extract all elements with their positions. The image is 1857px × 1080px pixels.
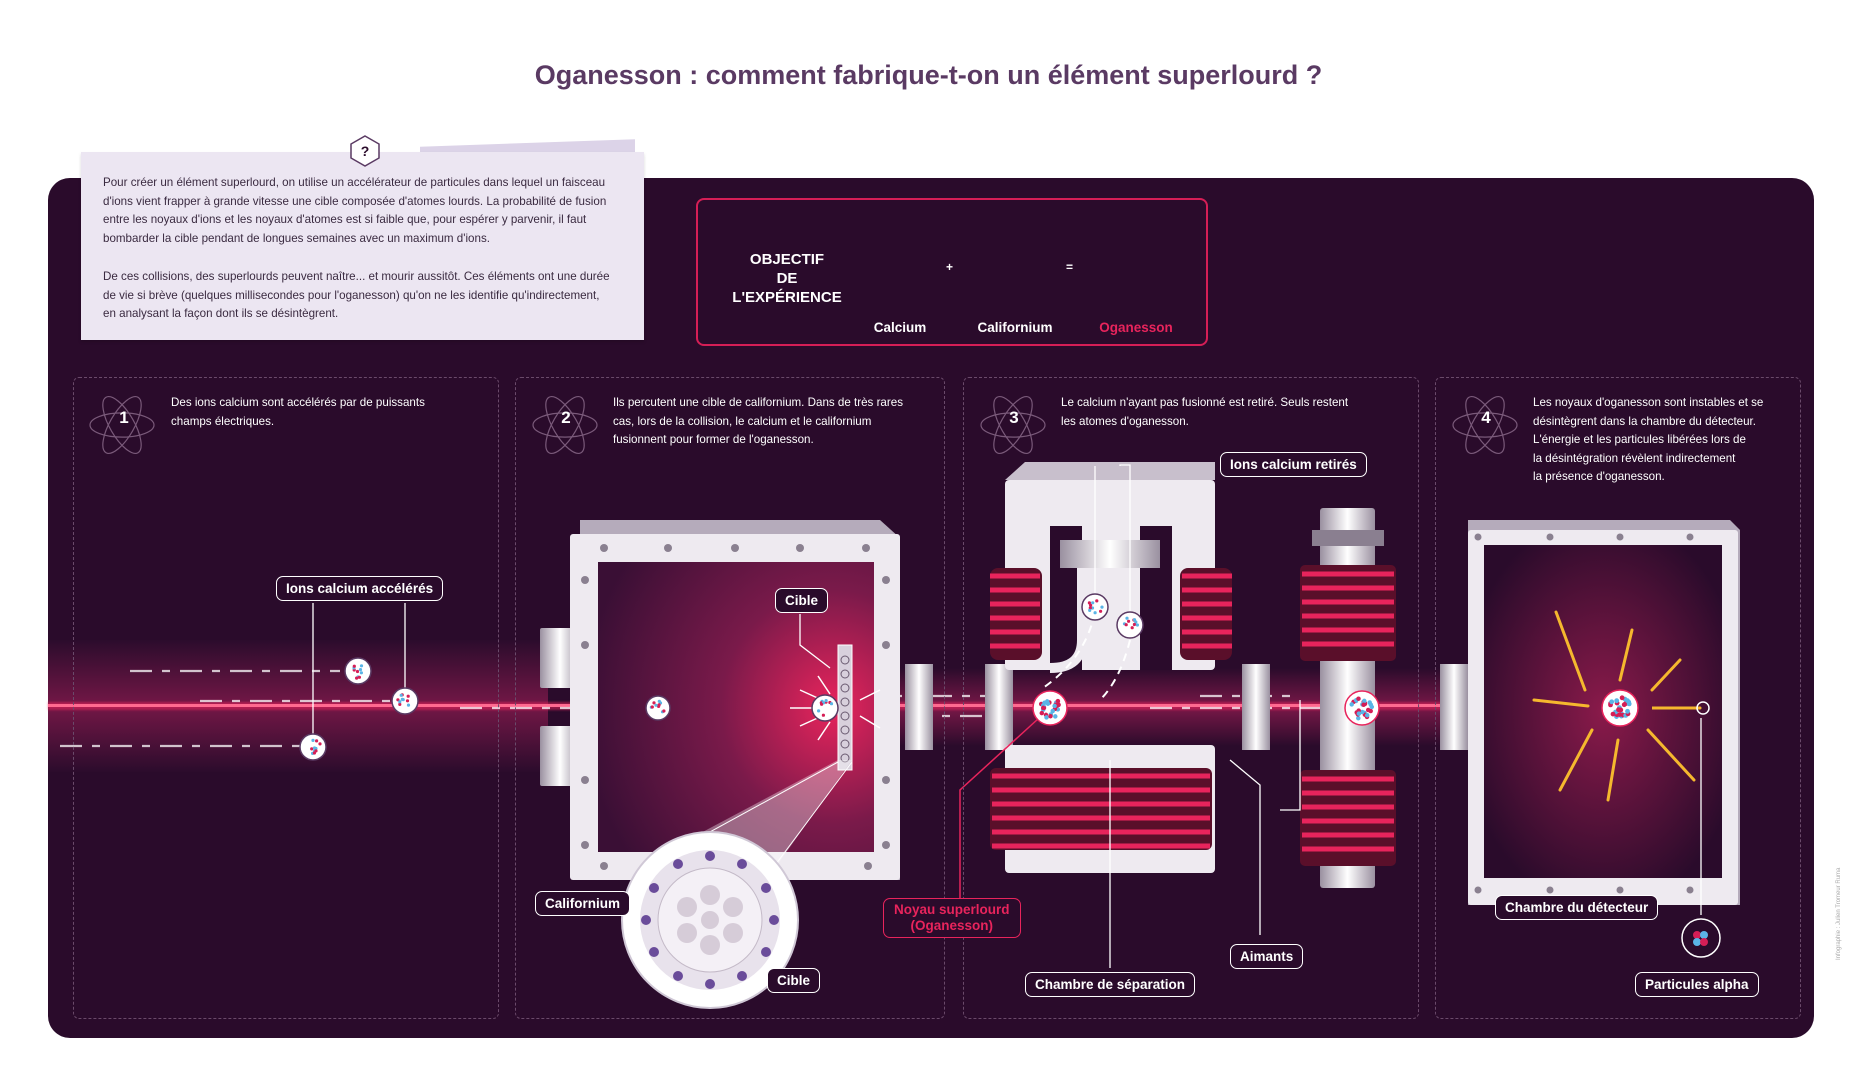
calcium-ion <box>811 694 839 722</box>
calcium-ion <box>645 695 671 721</box>
oganesson-nucleus <box>1032 690 1068 726</box>
step-4-text: Les noyaux d'oganesson sont instables et… <box>1533 396 1764 483</box>
label-californium: Californium <box>535 891 631 916</box>
question-hexagon-icon: ? <box>350 135 380 167</box>
label-alpha-particles: Particules alpha <box>1635 972 1759 997</box>
equals-sign: = <box>1066 260 1074 274</box>
svg-text:?: ? <box>361 143 370 159</box>
step-3-frame: 3 Le calcium n'ayant pas fusionné est re… <box>963 377 1419 1019</box>
step-3-atom-icon <box>980 396 1046 454</box>
step-4-frame: 4 Les noyaux d'oganesson sont instables … <box>1435 377 1801 1019</box>
calcium-ion <box>299 733 327 761</box>
plus-sign: + <box>946 260 954 274</box>
label-separation-chamber: Chambre de séparation <box>1025 972 1196 997</box>
step-2-number: 2 <box>561 408 571 427</box>
label-target-bottom: Cible <box>767 968 821 993</box>
step-4-number: 4 <box>1481 408 1491 427</box>
credit-text: Infographie : Julien Tromeur Ruma <box>1836 867 1842 960</box>
label-detector-chamber: Chambre du détecteur <box>1495 895 1659 920</box>
step-2-text: Ils percutent une cible de californium. … <box>613 396 903 446</box>
step-3-text: Le calcium n'ayant pas fusionné est reti… <box>1061 396 1349 428</box>
step-1-text: Des ions calcium sont accélérés par de p… <box>171 396 425 428</box>
alpha-particle-icon <box>1681 918 1721 958</box>
intro-paragraph-2: De ces collisions, des superlourds peuve… <box>103 270 610 320</box>
calcium-ion <box>391 687 419 715</box>
californium-label: Californium <box>977 320 1053 335</box>
intro-paragraph-1: Pour créer un élément superlourd, on uti… <box>103 176 607 245</box>
particles-layer <box>89 396 1721 958</box>
calcium-ion <box>344 657 372 685</box>
calcium-label: Calcium <box>873 320 927 335</box>
intro-card: Pour créer un élément superlourd, on uti… <box>81 152 644 340</box>
step-1-atom-icon <box>89 396 155 454</box>
step-1-frame: 1 Des ions calcium sont accélérés par de… <box>73 377 499 1019</box>
step-2-atom-icon <box>532 396 598 454</box>
removed-calcium-ion <box>1081 593 1109 621</box>
californium-samples <box>641 851 779 989</box>
step-1-number: 1 <box>119 408 129 427</box>
decay-rays <box>1532 610 1702 802</box>
step-2-frame: 2 Ils percutent une cible de californium… <box>515 377 945 1019</box>
label-ions-removed: Ions calcium retirés <box>1220 452 1367 477</box>
step-4-atom-icon <box>1452 396 1518 454</box>
oganesson-nucleus <box>1344 690 1380 726</box>
step-3-number: 3 <box>1009 408 1019 427</box>
label-target-top: Cible <box>775 588 829 613</box>
label-magnets: Aimants <box>1230 944 1304 969</box>
separation-magnet-bar <box>1060 540 1160 568</box>
oganesson-label: Oganesson <box>1099 320 1173 335</box>
label-superheavy-nucleus: Noyau superlourd(Oganesson) <box>883 898 1021 938</box>
label-ions-accelerated: Ions calcium accélérés <box>276 576 444 601</box>
page-title: Oganesson : comment fabrique-t-on un élé… <box>534 60 1323 90</box>
oganesson-nucleus <box>1601 689 1639 727</box>
removed-calcium-ion <box>1116 611 1144 639</box>
